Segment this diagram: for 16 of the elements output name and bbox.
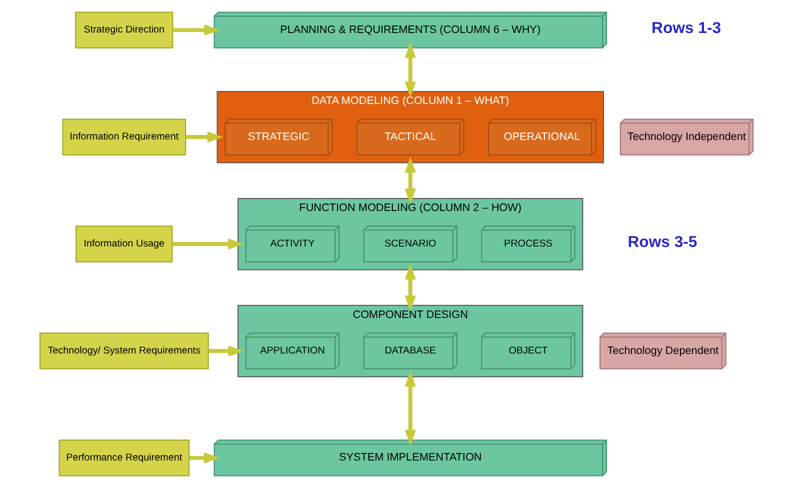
arrow — [185, 131, 223, 143]
arrow — [404, 370, 416, 446]
node-box: Information Requirement — [62, 118, 186, 156]
node-box: Strategic Direction — [74, 12, 173, 48]
label: Rows 3-5 — [627, 234, 697, 251]
label: Rows 1-3 — [651, 20, 721, 37]
arrow — [404, 264, 416, 312]
arrow — [188, 452, 220, 464]
node-box: Technology/ System Requirements — [38, 332, 208, 370]
arrow — [208, 345, 244, 357]
arrow — [172, 24, 220, 36]
arrow — [172, 238, 244, 250]
arrow — [404, 156, 416, 204]
node-box: Information Usage — [75, 226, 172, 262]
node-box: Performance Requirement — [58, 440, 189, 476]
arrow — [404, 42, 416, 98]
